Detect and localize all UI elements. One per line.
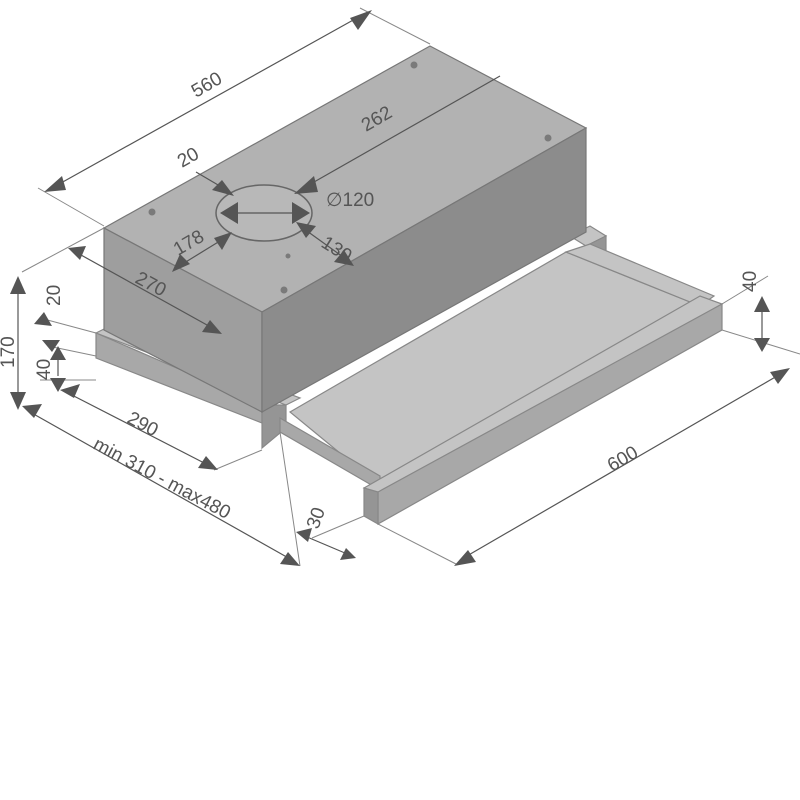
label-edge-offset-top: 20	[174, 144, 203, 173]
extension-line	[279, 431, 301, 567]
arrowhead	[754, 338, 770, 352]
arrowhead	[350, 10, 372, 30]
arrowhead	[50, 378, 66, 392]
arrowhead	[22, 404, 42, 418]
arrowhead	[296, 222, 316, 238]
extension-line	[311, 515, 365, 539]
extension-line	[21, 227, 105, 273]
arrowhead	[340, 548, 356, 560]
dim-line-262	[299, 75, 501, 191]
arrowhead	[454, 550, 476, 566]
label-width-total: 560	[188, 68, 226, 102]
arrowhead	[280, 552, 300, 566]
arrowhead	[214, 232, 232, 250]
arrowhead	[44, 176, 66, 192]
arrowhead	[68, 246, 86, 260]
visor-front-end	[363, 487, 379, 526]
arrowhead	[10, 392, 26, 410]
arrowhead	[60, 384, 80, 398]
label-duct-diameter: ∅120	[326, 190, 374, 211]
mounting-hole	[148, 208, 156, 216]
arrowhead	[50, 346, 66, 360]
arrowhead	[294, 176, 318, 194]
mounting-hole	[280, 286, 288, 294]
arrowhead	[212, 180, 234, 196]
mounting-hole	[410, 61, 418, 69]
arrowhead	[296, 528, 312, 542]
arrowhead	[198, 456, 218, 470]
arrowhead	[34, 312, 52, 326]
dim-line-560	[51, 13, 365, 189]
mounting-hole	[544, 134, 552, 142]
dim-line-270	[71, 249, 217, 331]
extension-line	[37, 187, 105, 227]
dim-line-depth-range	[29, 411, 293, 561]
arrowhead	[220, 202, 238, 224]
label-total-height: 170	[0, 336, 19, 368]
label-visor-height: 40	[740, 271, 761, 292]
extension-line	[721, 275, 769, 305]
extension-line	[39, 317, 97, 334]
arrowhead	[292, 202, 310, 224]
extension-line	[47, 345, 97, 357]
label-visor-width: 600	[604, 442, 642, 476]
mounting-hole	[285, 253, 291, 259]
hood-body-side	[261, 126, 587, 414]
label-depth-range: min 310 - max480	[90, 434, 234, 524]
dim-line-600	[459, 371, 785, 561]
label-depth-base: 290	[124, 408, 162, 441]
arrowhead	[202, 320, 222, 334]
arrowhead	[10, 276, 26, 294]
extension-line	[359, 7, 431, 45]
label-lower-height: 40	[34, 359, 55, 380]
extension-line	[213, 449, 263, 471]
label-visor-thickness: 30	[303, 505, 330, 532]
arrowhead	[334, 250, 354, 266]
arrowhead	[754, 296, 770, 312]
arrowhead	[172, 254, 190, 272]
base-front-block	[261, 404, 287, 450]
arrowhead	[42, 340, 60, 352]
arrowhead	[770, 368, 790, 384]
dim-line-290	[65, 391, 211, 467]
visor-right-rail	[564, 243, 716, 307]
label-trim-height: 20	[44, 285, 65, 306]
extension-line	[377, 523, 457, 565]
